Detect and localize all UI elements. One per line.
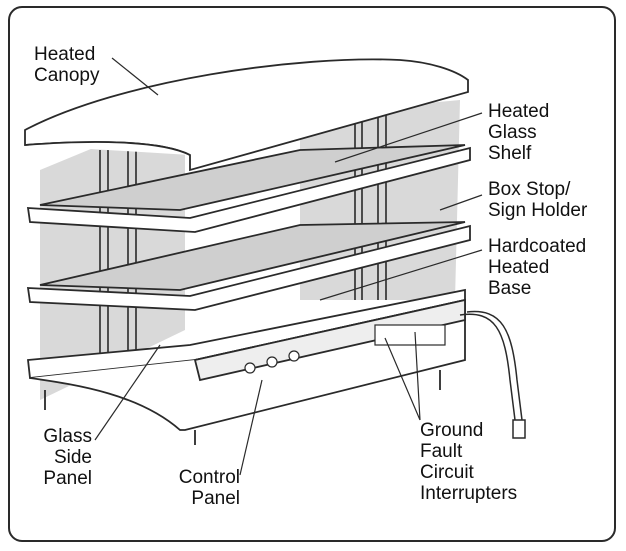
gfci-block [374, 324, 446, 346]
control-knob-2 [266, 356, 278, 368]
label-gfci-line4: Interrupters [420, 483, 518, 504]
middle-shelf-glass [39, 221, 466, 291]
label-gfci: Ground Fault Circuit Interrupters [420, 420, 517, 504]
label-control-panel: Control Panel [146, 467, 240, 509]
plug [512, 419, 526, 439]
label-gfci-line3: Circuit [420, 462, 474, 483]
label-heated-canopy: Heated Canopy [34, 44, 100, 86]
canopy-edge [24, 141, 191, 156]
label-heated-canopy-line2: Canopy [34, 65, 100, 86]
label-hardcoated-base-line1: Hardcoated [488, 236, 587, 257]
label-box-stop-sign-holder: Box Stop/ Sign Holder [488, 179, 587, 221]
left-posts [99, 145, 137, 370]
control-panel-face [193, 298, 466, 382]
label-box-stop-line1: Box Stop/ [488, 179, 571, 200]
diagram-frame [8, 6, 616, 542]
label-hardcoated-heated-base: Hardcoated Heated Base [488, 236, 586, 299]
label-heated-glass-shelf-line2: Glass [488, 122, 537, 143]
label-hardcoated-base-line3: Base [488, 278, 532, 299]
legs [44, 370, 441, 445]
label-hardcoated-base-line2: Heated [488, 257, 550, 278]
leader-lines [94, 57, 483, 476]
middle-shelf-rail [26, 224, 471, 311]
leader-control-panel [239, 379, 263, 476]
control-knob-3 [288, 350, 300, 362]
canopy [24, 58, 469, 172]
leader-gfci [384, 331, 421, 421]
control-knob-1 [244, 362, 256, 374]
label-heated-glass-shelf: Heated Glass Shelf [488, 101, 549, 164]
label-heated-glass-shelf-line1: Heated [488, 101, 550, 122]
label-glass-side-panel-line2: Side [53, 447, 92, 468]
label-gfci-line2: Fault [420, 441, 463, 462]
label-glass-side-panel-line1: Glass [43, 426, 92, 447]
label-box-stop-line2: Sign Holder [488, 200, 588, 221]
posts [99, 100, 387, 370]
leader-glass-side-panel [94, 344, 161, 441]
label-control-panel-line2: Panel [191, 488, 240, 509]
controls [244, 324, 446, 374]
label-heated-glass-shelf-line3: Shelf [488, 143, 532, 164]
upper-shelf-glass [39, 144, 466, 211]
upper-shelf [26, 144, 471, 233]
upper-shelf-rail [26, 146, 471, 233]
cord-lines [459, 310, 523, 421]
right-posts [354, 100, 387, 300]
label-heated-canopy-line1: Heated [34, 44, 96, 65]
leader-hardcoated-base [319, 249, 483, 301]
leader-heated-glass-shelf [334, 112, 483, 163]
leader-box-stop [439, 194, 483, 211]
leader-heated-canopy [111, 57, 159, 96]
label-control-panel-line1: Control [178, 467, 240, 488]
label-glass-side-panel-line3: Panel [43, 468, 92, 489]
middle-shelf [26, 221, 471, 311]
power-cord [459, 310, 526, 439]
label-glass-side-panel: Glass Side Panel [22, 426, 92, 489]
label-gfci-line1: Ground [420, 420, 484, 441]
